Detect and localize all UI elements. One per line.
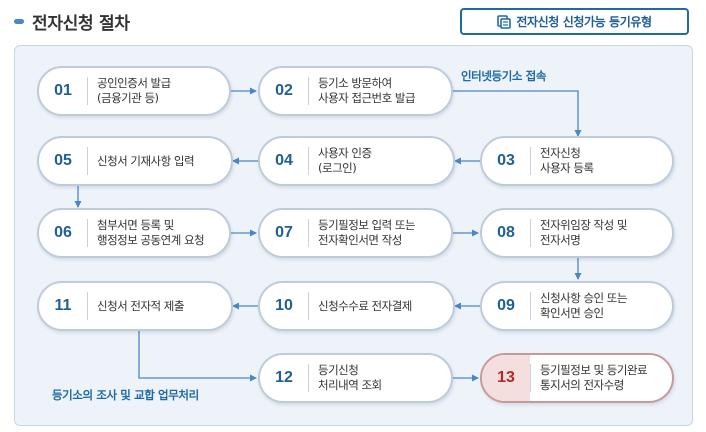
step-divider xyxy=(530,219,531,247)
step-02: 02 등기소 방문하여 사용자 접근번호 발급 xyxy=(258,66,453,116)
step-label: 등기소 방문하여 사용자 접근번호 발급 xyxy=(318,76,416,105)
step-12: 12 등기신청 처리내역 조회 xyxy=(258,353,453,403)
step-number: 09 xyxy=(497,297,515,314)
step-number: 04 xyxy=(275,152,293,169)
step-number: 08 xyxy=(497,224,515,241)
step-number: 10 xyxy=(275,297,293,314)
step-number: 03 xyxy=(497,152,515,169)
step-05: 05 신청서 기재사항 입력 xyxy=(37,136,233,186)
registry-review-note: 등기소의 조사 및 교합 업무처리 xyxy=(52,388,199,402)
step-number: 05 xyxy=(54,152,72,169)
step-label: 신청서 전자적 제출 xyxy=(97,298,184,313)
step-13: 13 등기필정보 및 등기완료 통지서의 전자수령 xyxy=(480,353,674,403)
step-divider xyxy=(308,147,309,175)
step-label: 신청사항 승인 또는 확인서면 승인 xyxy=(540,291,627,320)
step-number: 02 xyxy=(275,82,293,99)
step-number: 12 xyxy=(275,369,293,386)
arrow-02-03 xyxy=(453,90,582,137)
step-divider xyxy=(308,219,309,247)
step-03: 03 전자신청 사용자 등록 xyxy=(480,136,674,186)
step-divider xyxy=(308,77,309,105)
step-11: 11 신청서 전자적 제출 xyxy=(37,281,233,331)
step-label: 등기신청 처리내역 조회 xyxy=(318,363,382,392)
arrow-11-12 xyxy=(138,331,257,382)
step-label: 신청서 기재사항 입력 xyxy=(97,153,195,168)
step-07: 07 등기필정보 입력 또는 전자확인서면 작성 xyxy=(258,208,453,258)
page-title: 전자신청 절차 xyxy=(32,14,130,34)
step-divider xyxy=(530,364,531,392)
step-divider xyxy=(87,77,88,105)
step-10: 10 신청수수료 전자결제 xyxy=(258,281,455,331)
title-bullet-icon xyxy=(14,19,24,24)
step-number: 13 xyxy=(497,369,515,386)
step-divider xyxy=(308,292,309,320)
step-06: 06 첨부서면 등록 및 행정정보 공동연계 요청 xyxy=(37,208,231,258)
step-label: 등기필정보 입력 또는 전자확인서면 작성 xyxy=(318,218,416,247)
step-number: 11 xyxy=(54,297,72,314)
procedure-panel: 인터넷등기소 접속 등기소의 조사 및 교합 업무처리 01 공인인증서 발급 … xyxy=(14,45,693,426)
online-access-note: 인터넷등기소 접속 xyxy=(461,69,547,83)
step-number: 06 xyxy=(54,224,72,241)
available-registration-types-button[interactable]: 전자신청 신청가능 등기유형 xyxy=(460,8,689,35)
step-divider xyxy=(87,292,88,320)
available-registration-types-label: 전자신청 신청가능 등기유형 xyxy=(516,15,652,29)
step-label: 등기필정보 및 등기완료 통지서의 전자수령 xyxy=(540,363,648,392)
step-04: 04 사용자 인증 (로그인) xyxy=(258,136,455,186)
step-divider xyxy=(87,219,88,247)
step-label: 공인인증서 발급 (금융기관 등) xyxy=(97,76,171,105)
step-divider xyxy=(87,147,88,175)
step-number-highlight xyxy=(482,355,530,401)
page-header: 전자신청 절차 전자신청 신청가능 등기유형 xyxy=(0,0,706,44)
step-number: 01 xyxy=(54,82,72,99)
step-01: 01 공인인증서 발급 (금융기관 등) xyxy=(37,66,231,116)
step-number: 07 xyxy=(275,224,293,241)
step-08: 08 전자위임장 작성 및 전자서명 xyxy=(480,208,674,258)
step-label: 전자위임장 작성 및 전자서명 xyxy=(540,218,627,247)
step-divider xyxy=(308,364,309,392)
step-label: 전자신청 사용자 등록 xyxy=(540,146,594,175)
flow-connectors xyxy=(74,87,582,382)
step-label: 사용자 인증 (로그인) xyxy=(318,146,372,175)
step-label: 신청수수료 전자결제 xyxy=(318,298,412,313)
step-09: 09 신청사항 승인 또는 확인서면 승인 xyxy=(480,281,674,331)
step-divider xyxy=(530,147,531,175)
step-divider xyxy=(530,292,531,320)
document-list-icon xyxy=(497,14,512,29)
step-label: 첨부서면 등록 및 행정정보 공동연계 요청 xyxy=(97,218,205,247)
